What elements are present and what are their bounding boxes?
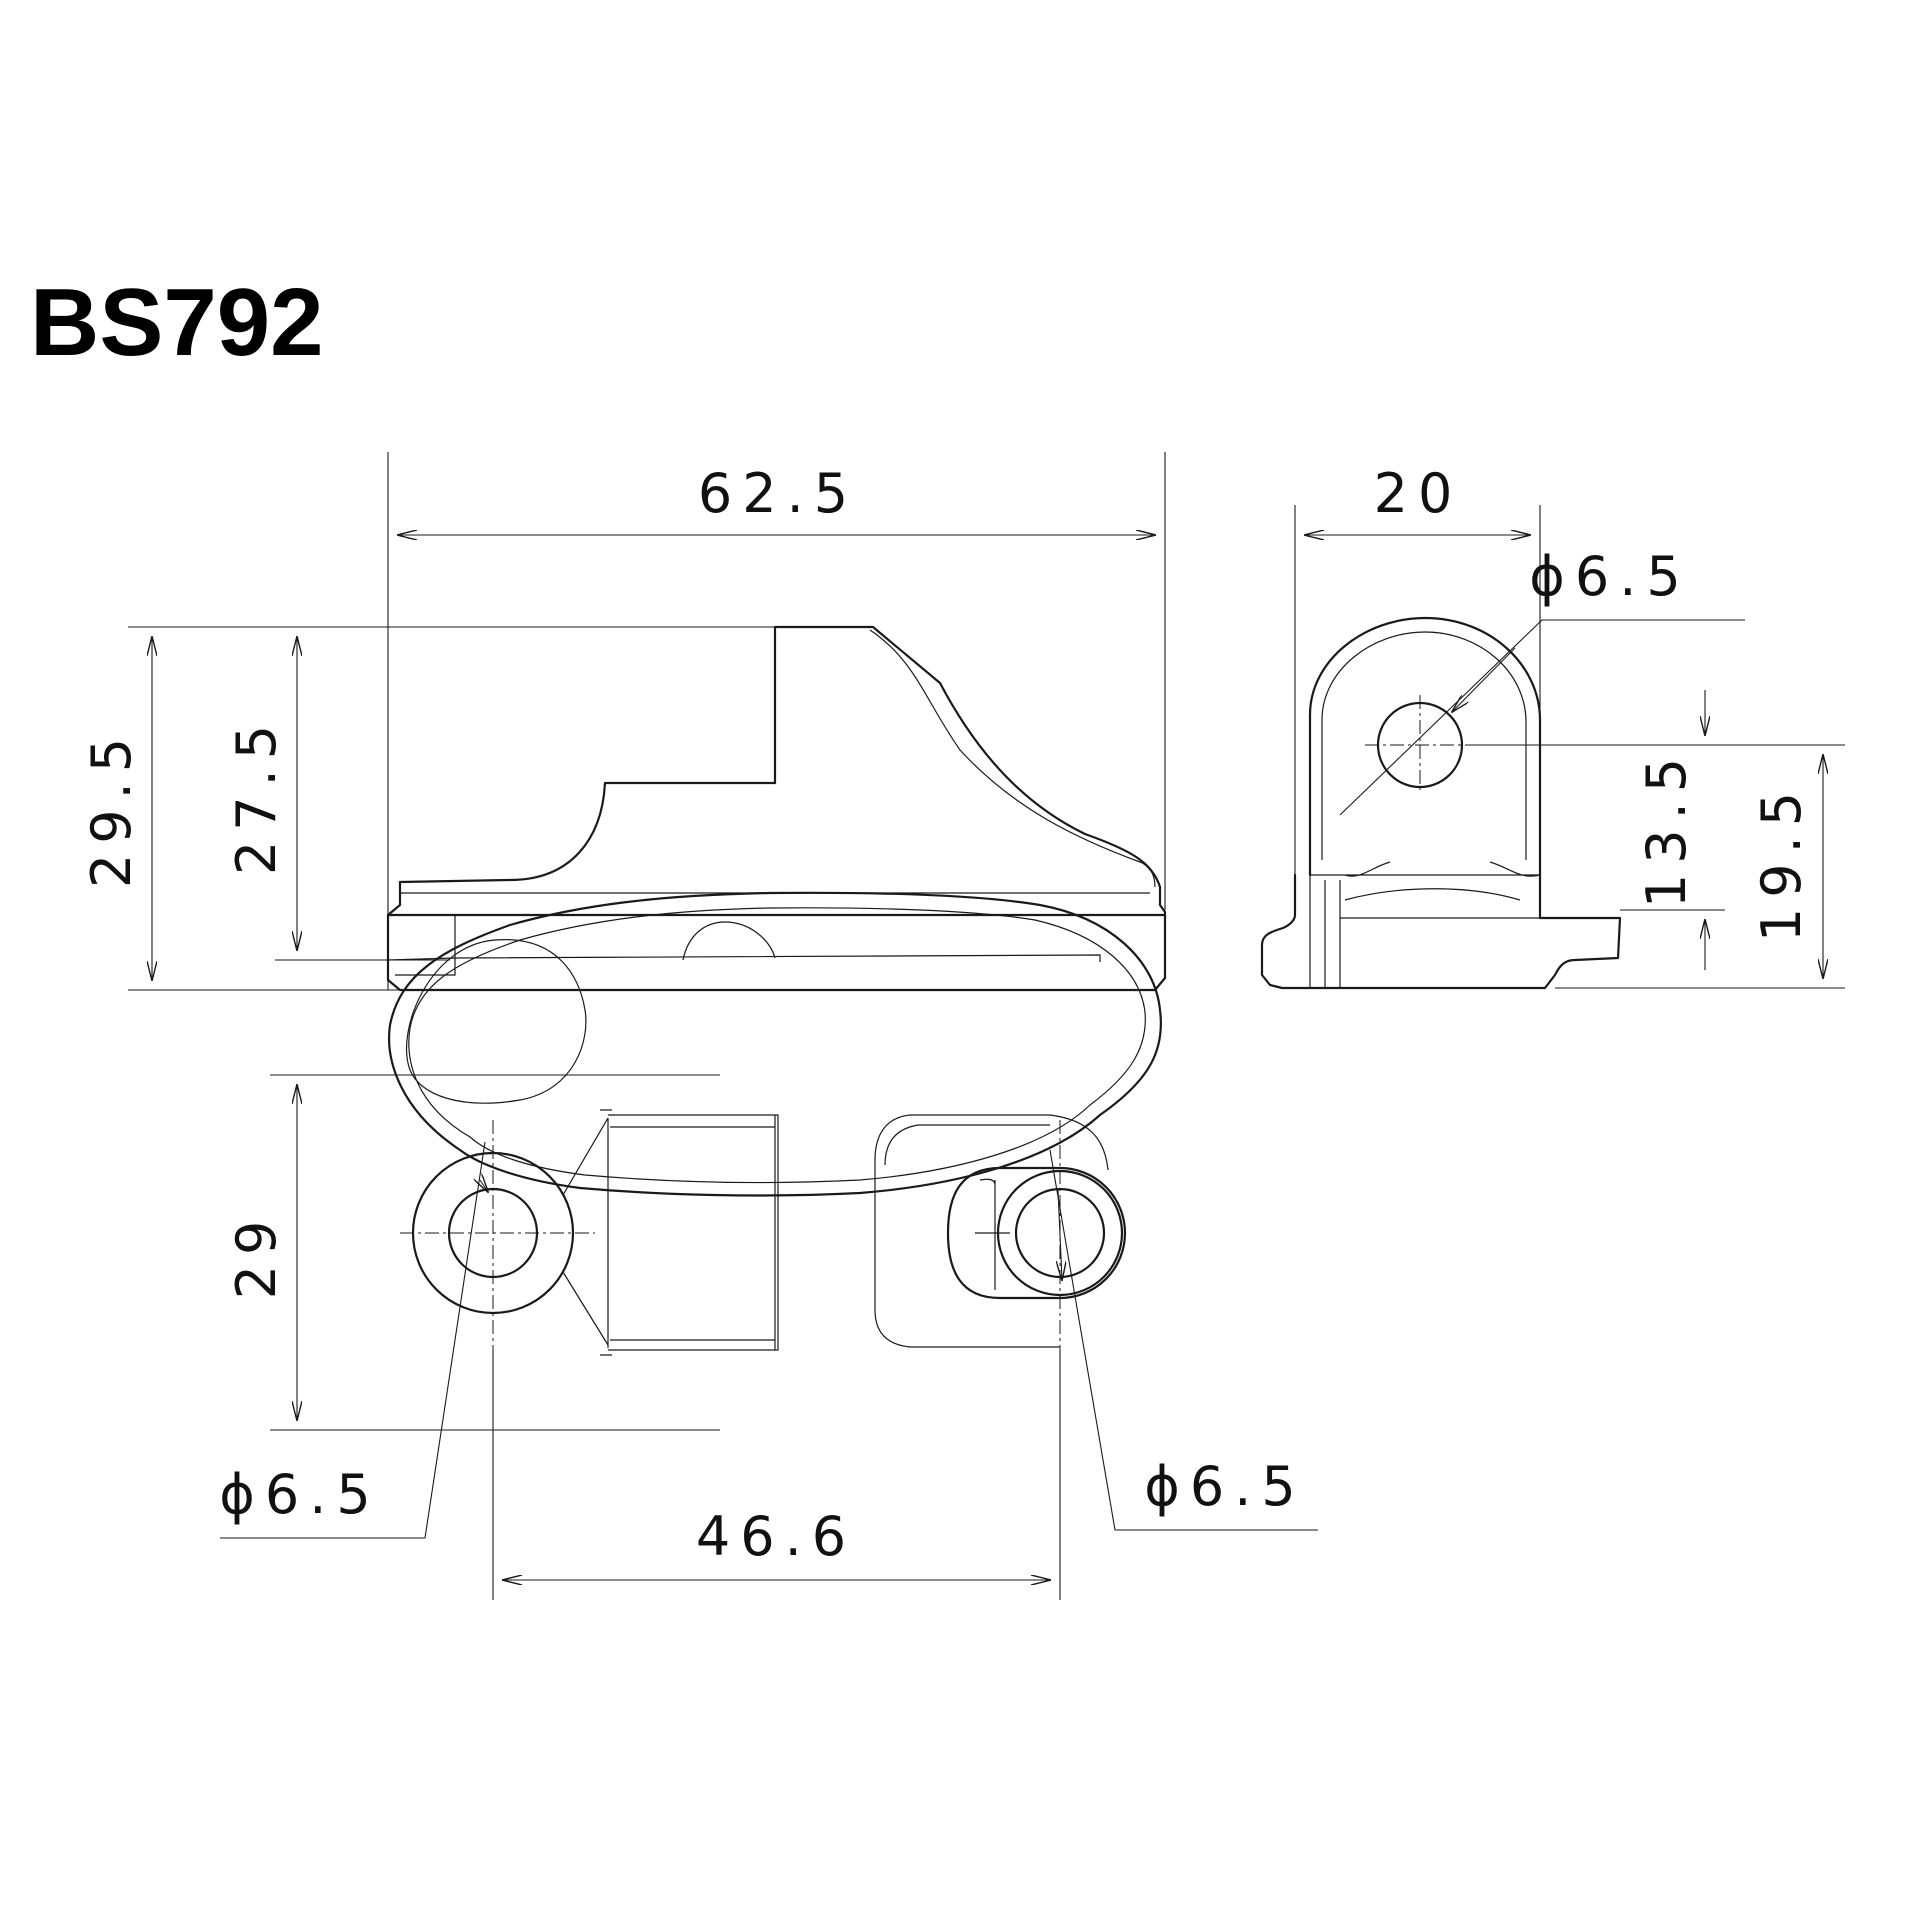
dim-height-upper-label: 27.5: [225, 715, 288, 875]
top-view-outline-inner: [408, 907, 1146, 1184]
top-view-outline: [388, 891, 1162, 1197]
top-view-center-pocket: [607, 1114, 779, 1351]
top-view-right-slot-inner: [975, 1178, 1010, 1290]
end-view-base-outline: [1260, 873, 1622, 990]
side-view-body-outline: [386, 625, 1167, 992]
end-view-boss-outline: [1308, 616, 1542, 877]
top-left-hole-diameter-label: ϕ6.5: [219, 1463, 381, 1526]
dim-width-label: 20: [1374, 462, 1463, 525]
dim-hole-total-label: 19.5: [1750, 782, 1813, 942]
top-view-left-webs: [562, 1109, 612, 1356]
end-hole-diameter-label: ϕ6.5: [1529, 545, 1691, 608]
dim-hole-upper-label: 13.5: [1635, 748, 1698, 908]
drawing-title: BS792: [30, 269, 324, 376]
side-view-lower-lip: [387, 915, 1101, 976]
dim-hole-pitch-label: 46.6: [696, 1505, 856, 1568]
top-left-hole-leader: [220, 1141, 486, 1539]
dim-top-width-label: 29: [225, 1211, 288, 1300]
end-view-boss-inner: [1321, 631, 1527, 860]
top-right-hole-leader-arrow: [1058, 1189, 1062, 1280]
top-view-right-pad: [874, 1114, 1109, 1348]
top-view: [388, 891, 1162, 1197]
top-left-hole-leader-arrow: [480, 1180, 488, 1192]
end-view-base-lines: [1309, 861, 1541, 988]
end-view: 20 ϕ6.5 13.5 19.5: [1260, 462, 1845, 990]
side-view-relief-cutout: [682, 921, 776, 961]
end-hole-leader: [1339, 619, 1745, 816]
dim-height-total-label: 29.5: [80, 728, 143, 888]
end-hole-leader-arrow: [1452, 647, 1516, 712]
dim-length-label: 62.5: [698, 462, 858, 525]
top-right-hole-diameter-label: ϕ6.5: [1144, 1455, 1306, 1518]
top-right-hole-leader: [1049, 1149, 1318, 1531]
top-view-right-slot: [946, 1166, 1127, 1300]
side-view: 62.5 29.5 27.5: [80, 452, 1167, 992]
top-view-left-boss: [406, 939, 587, 1104]
